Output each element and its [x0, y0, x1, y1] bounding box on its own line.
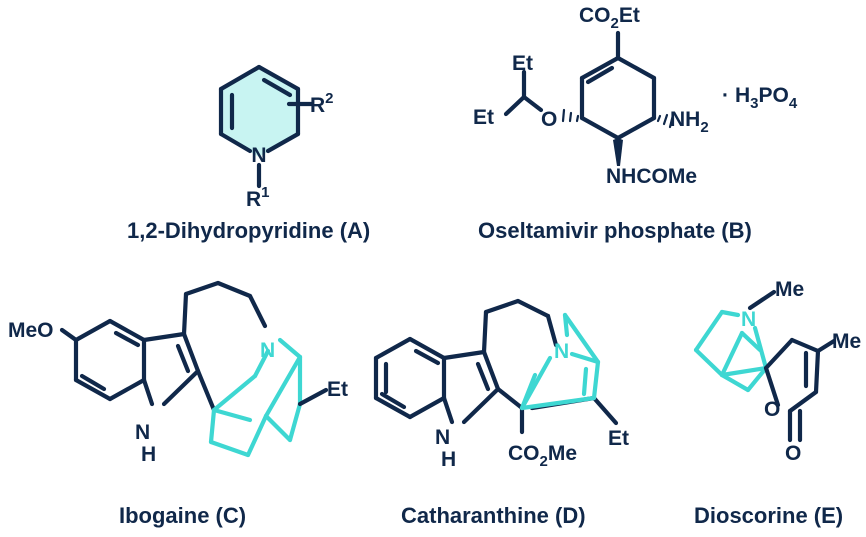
- nh-H-C: H: [141, 443, 156, 466]
- atom-N-E: N: [741, 308, 756, 331]
- atom-O-ring-E: O: [764, 398, 780, 421]
- amine-label-B: NH2: [670, 108, 709, 136]
- nh-N-C: N: [135, 421, 150, 444]
- atom-R2-A: R2: [310, 90, 334, 117]
- hashed-bond-O: [561, 108, 580, 123]
- structure-C: MeO N Et N H: [8, 280, 348, 466]
- et-label-D: Et: [608, 427, 629, 450]
- atom-O-carbonyl-E: O: [785, 442, 801, 465]
- atom-N-A: N: [251, 144, 266, 167]
- amide-label-B: NHCOMe: [606, 165, 697, 188]
- meo-label-C: MeO: [8, 319, 54, 342]
- atom-N-D: N: [554, 340, 569, 363]
- atom-N-C: N: [260, 339, 275, 362]
- structure-D: N Et N H CO2Me: [373, 298, 629, 471]
- ester-label-B: CO2Et: [579, 4, 640, 32]
- nh-H-D: H: [441, 448, 456, 471]
- atom-O-B: O: [541, 108, 557, 131]
- caption-E: Dioscorine (E): [694, 503, 843, 528]
- et-top-B: Et: [512, 52, 533, 75]
- ester-label-D: CO2Me: [508, 442, 577, 470]
- structure-A: N R1 R2: [218, 64, 334, 211]
- hashed-bond-NH2: [656, 113, 675, 129]
- et-label-C: Et: [327, 378, 348, 401]
- wedge-bond-N: [613, 138, 623, 166]
- caption-B: Oseltamivir phosphate (B): [478, 218, 752, 243]
- salt-label-B: ·H3PO4: [722, 84, 798, 112]
- structure-B: CO2Et Et Et O NH2 NHCOMe ·H3PO4: [473, 4, 798, 188]
- caption-A: 1,2-Dihydropyridine (A): [127, 218, 370, 243]
- structure-E: Me N Me O O: [693, 278, 861, 465]
- me-N-E: Me: [775, 278, 804, 301]
- nh-N-D: N: [435, 426, 450, 449]
- me-label-E: Me: [832, 330, 861, 353]
- et-left-B: Et: [473, 106, 494, 129]
- atom-R1-A: R1: [246, 184, 270, 211]
- caption-D: Catharanthine (D): [401, 503, 586, 528]
- caption-C: Ibogaine (C): [119, 503, 246, 528]
